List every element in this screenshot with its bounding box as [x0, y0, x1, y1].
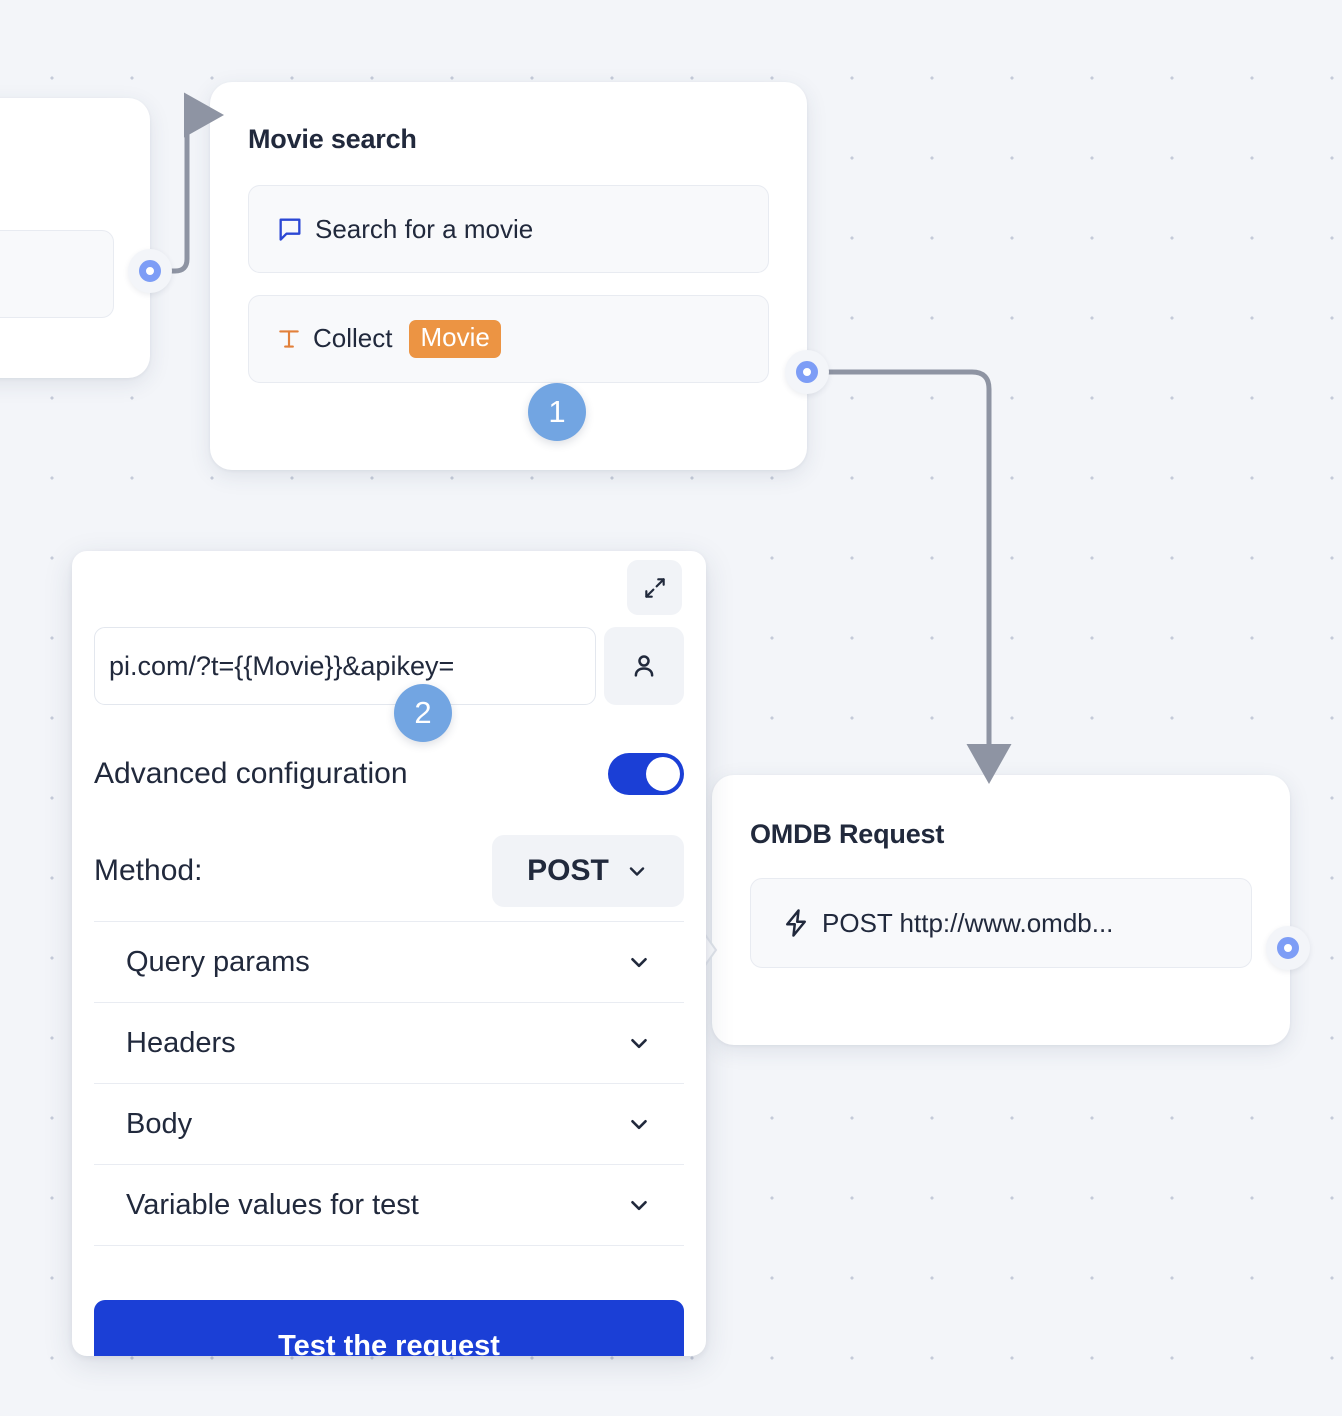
node-row-text: Search for a movie — [315, 213, 534, 244]
node-card-omdb-request[interactable]: OMDB Request POST http://www.omdb... — [712, 775, 1290, 1045]
node-row-label: POST http://www.omdb... — [781, 908, 1113, 939]
step-badge-1: 1 — [528, 383, 586, 441]
connector-dot-omdb-request[interactable] — [1266, 926, 1310, 970]
chevron-down-icon — [631, 1200, 647, 1211]
node-row-text: POST http://www.omdb... — [822, 907, 1114, 938]
accordion-label: Body — [126, 1107, 193, 1140]
advanced-configuration-label: Advanced configuration — [94, 757, 408, 790]
chat-bubble-icon — [276, 215, 304, 243]
variable-chip-movie[interactable]: Movie — [409, 320, 501, 358]
request-url-input[interactable]: pi.com/?t={{Movie}}&apikey= — [94, 627, 596, 705]
node-card-movie-search[interactable]: Movie search Search for a movie Collect — [210, 82, 807, 470]
method-label: Method: — [94, 854, 203, 887]
chevron-down-icon — [629, 867, 645, 876]
step-badge-2: 2 — [394, 684, 452, 742]
lightning-bolt-icon — [781, 908, 811, 938]
accordion-label: Variable values for test — [126, 1188, 419, 1221]
person-icon — [634, 655, 654, 677]
node-row-label: Collect Movie — [276, 320, 501, 358]
accordion-body[interactable]: Body — [94, 1084, 684, 1165]
text-type-icon — [276, 326, 302, 352]
accordion-label: Query params — [126, 945, 310, 978]
node-title-omdb-request: OMDB Request — [750, 819, 945, 849]
accordion-label: Headers — [126, 1026, 236, 1059]
test-the-request-button[interactable]: Test the request — [94, 1300, 684, 1356]
expand-button[interactable] — [627, 560, 682, 615]
method-value: POST — [527, 854, 609, 887]
person-button[interactable] — [604, 627, 684, 705]
node-row-post-request[interactable]: POST http://www.omdb... — [750, 878, 1252, 968]
node-card-partial-left[interactable] — [0, 98, 150, 378]
chevron-down-icon — [631, 1119, 647, 1130]
chevron-down-icon — [631, 957, 647, 968]
method-select[interactable]: POST — [492, 835, 684, 907]
advanced-configuration-row: Advanced configuration — [94, 753, 684, 795]
node-row-collect-movie[interactable]: Collect Movie — [248, 295, 769, 383]
url-row: pi.com/?t={{Movie}}&apikey= — [94, 627, 684, 705]
node-title-movie-search: Movie search — [248, 124, 417, 154]
chevron-down-icon — [631, 1038, 647, 1049]
node-row-label: Search for a movie — [276, 214, 533, 245]
node-row-search-for-a-movie[interactable]: Search for a movie — [248, 185, 769, 273]
connector-dot-movie-search[interactable] — [785, 350, 829, 394]
accordion-query-params[interactable]: Query params — [94, 922, 684, 1003]
advanced-configuration-toggle[interactable] — [608, 753, 684, 795]
node-row-text: Collect — [313, 323, 393, 354]
node-row-partial[interactable] — [0, 230, 114, 318]
expand-diagonal-icon — [644, 577, 665, 598]
connector-dot-left-card[interactable] — [128, 249, 172, 293]
accordion-headers[interactable]: Headers — [94, 1003, 684, 1084]
accordion-variable-values-for-test[interactable]: Variable values for test — [94, 1165, 684, 1246]
request-config-panel[interactable]: pi.com/?t={{Movie}}&apikey= Advanced con… — [72, 551, 706, 1356]
method-row: Method: POST — [94, 835, 684, 922]
